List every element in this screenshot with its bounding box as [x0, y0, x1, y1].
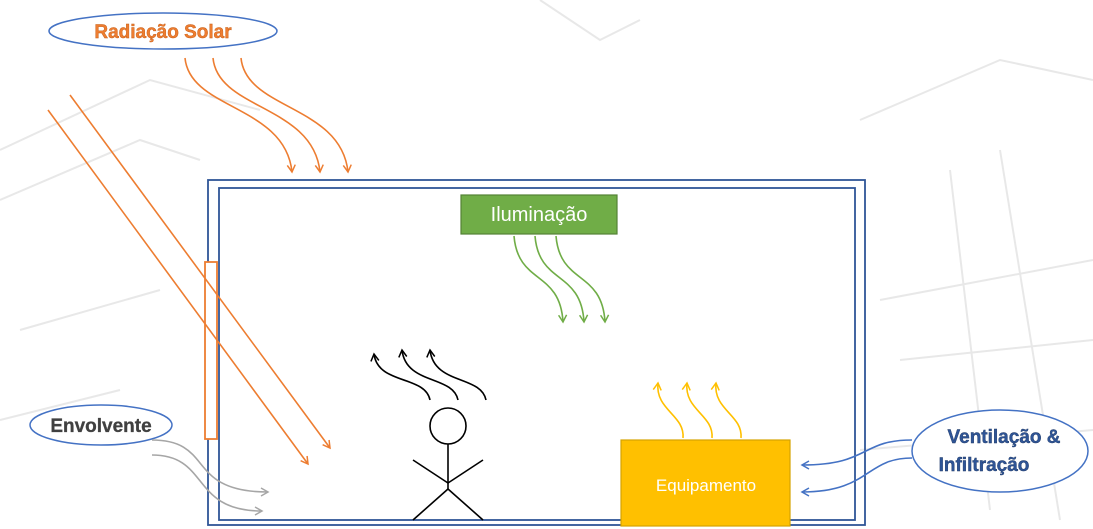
room-inner-wall — [218, 187, 856, 521]
equipment-heat-arrows — [652, 381, 742, 439]
ventilation-arrows — [800, 439, 913, 497]
envelope-label: Envolvente — [50, 416, 151, 437]
solar-diffuse-arrows — [184, 57, 352, 174]
lighting-arrows — [513, 235, 610, 324]
solar-radiation-label: Radiação Solar — [94, 22, 232, 43]
ventilation-ellipse — [911, 409, 1089, 493]
lighting-label: Iluminação — [491, 204, 588, 226]
equipment-label: Equipamento — [656, 476, 756, 495]
envelope-arrows — [151, 439, 270, 516]
ventilation-label-line1: Ventilação & — [948, 427, 1061, 448]
equipment-box — [620, 439, 791, 527]
lighting-box — [460, 194, 618, 235]
solar-direct-rays — [47, 94, 331, 466]
solar-radiation-ellipse — [48, 12, 278, 50]
occupant-heat-arrows — [370, 348, 487, 401]
ventilation-label-line2: Infiltração — [939, 455, 1030, 476]
window — [204, 261, 218, 440]
occupant-head — [429, 407, 467, 445]
occupant-figure — [412, 407, 484, 521]
envelope-ellipse — [29, 404, 173, 446]
